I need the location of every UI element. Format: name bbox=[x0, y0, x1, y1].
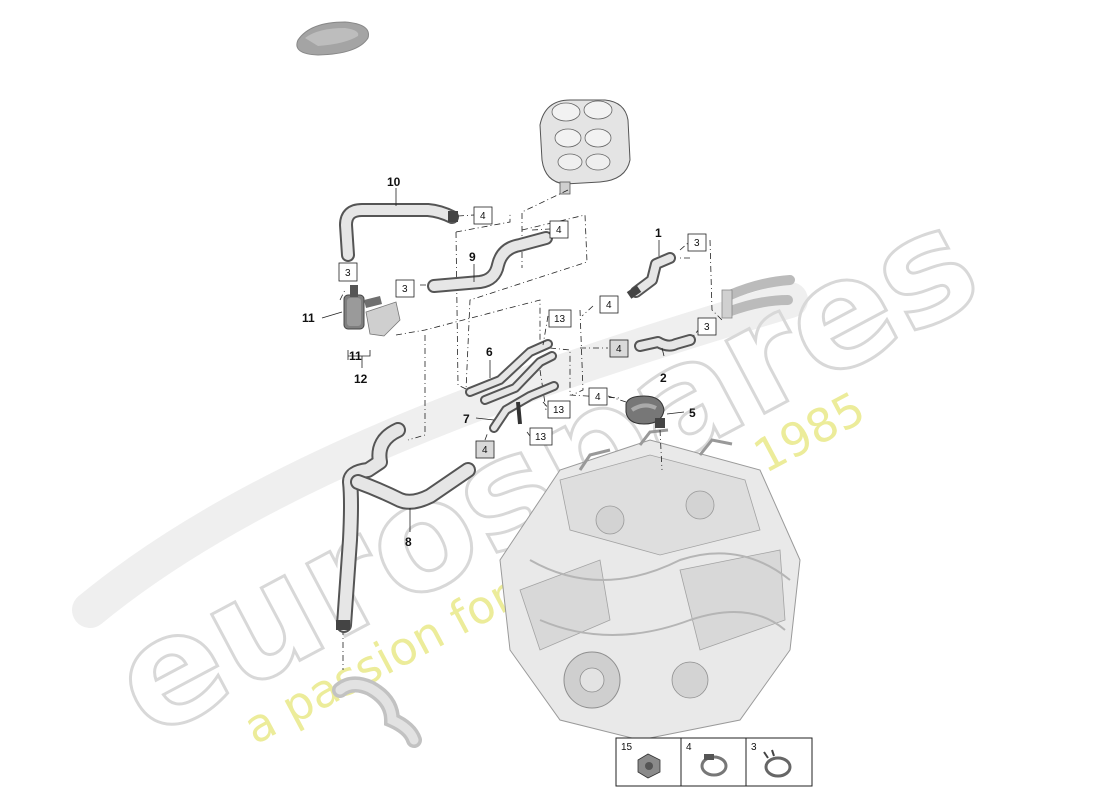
ref-box: 13 bbox=[529, 427, 553, 446]
svg-text:3: 3 bbox=[402, 284, 408, 295]
hose-8 bbox=[336, 422, 476, 633]
svg-text:3: 3 bbox=[345, 268, 351, 279]
spring-clamp-icon bbox=[763, 749, 792, 778]
callout-7: 7 bbox=[463, 412, 470, 426]
expansion-tank bbox=[539, 99, 631, 195]
svg-text:4: 4 bbox=[482, 445, 488, 456]
hose-7 bbox=[489, 381, 559, 433]
svg-text:3: 3 bbox=[694, 238, 700, 249]
legend-label-15: 15 bbox=[621, 742, 633, 753]
ref-box: 4 bbox=[473, 206, 493, 225]
ref-box: 13 bbox=[547, 400, 571, 419]
valve-11 bbox=[343, 285, 401, 337]
callout-10: 10 bbox=[387, 175, 401, 189]
svg-text:4: 4 bbox=[556, 225, 562, 236]
ref-box: 4 bbox=[609, 339, 629, 358]
svg-text:13: 13 bbox=[535, 432, 547, 443]
ref-box: 4 bbox=[599, 295, 619, 314]
ref-box: 3 bbox=[338, 262, 358, 282]
ref-box: 3 bbox=[697, 317, 717, 336]
svg-text:4: 4 bbox=[606, 300, 612, 311]
legend-label-4: 4 bbox=[686, 742, 692, 753]
callout-12: 12 bbox=[354, 372, 368, 386]
leader-lines bbox=[321, 188, 685, 532]
svg-text:3: 3 bbox=[704, 322, 710, 333]
svg-text:4: 4 bbox=[595, 392, 601, 403]
ref-box: 13 bbox=[548, 309, 572, 328]
pipe-fitting-right bbox=[721, 275, 795, 319]
legend-table: 15 4 3 bbox=[615, 737, 813, 787]
callout-9: 9 bbox=[469, 250, 476, 264]
ref-box: 4 bbox=[549, 220, 569, 239]
callout-1: 1 bbox=[655, 226, 662, 240]
pill-part bbox=[296, 21, 370, 56]
hose-6 bbox=[465, 339, 557, 405]
callout-8: 8 bbox=[405, 535, 412, 549]
hose-1 bbox=[626, 252, 676, 299]
callout-5: 5 bbox=[689, 406, 696, 420]
callout-6: 6 bbox=[486, 345, 493, 359]
legend-label-3: 3 bbox=[751, 742, 757, 753]
engine-block bbox=[499, 428, 801, 741]
hose-10 bbox=[339, 203, 459, 262]
ref-box: 3 bbox=[687, 233, 707, 252]
boxed-refs: 4 4 3 3 3 4 3 13 4 4 13 13 4 bbox=[338, 206, 717, 459]
callout-11: 11 bbox=[302, 311, 315, 325]
hose-9 bbox=[427, 231, 553, 293]
svg-text:4: 4 bbox=[480, 211, 486, 222]
ref-box: 4 bbox=[588, 387, 608, 406]
svg-text:13: 13 bbox=[553, 405, 565, 416]
hose-clamp-icon bbox=[700, 754, 728, 777]
callout-11-group: 11 bbox=[349, 349, 362, 363]
ref-box: 4 bbox=[475, 440, 495, 459]
ref-box: 3 bbox=[395, 279, 415, 298]
nut-icon bbox=[637, 753, 661, 779]
lower-fitting bbox=[332, 676, 422, 748]
callout-numbers: 1 2 5 6 7 8 9 10 11 11 12 bbox=[302, 175, 696, 549]
ref-connectors bbox=[457, 214, 689, 441]
svg-text:4: 4 bbox=[616, 344, 622, 355]
svg-text:13: 13 bbox=[554, 314, 566, 325]
hose-2 bbox=[634, 334, 696, 352]
callout-2: 2 bbox=[660, 371, 667, 385]
hose-5 bbox=[625, 395, 665, 428]
